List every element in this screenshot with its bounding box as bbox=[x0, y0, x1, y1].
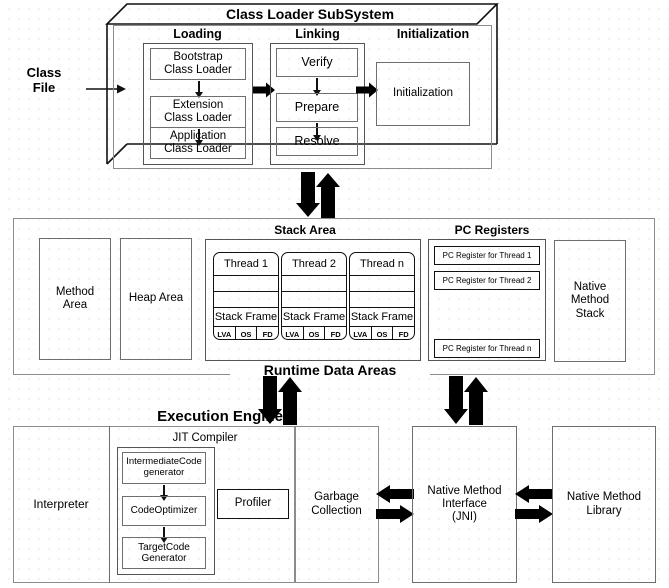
cell-lva: LVA bbox=[350, 327, 372, 339]
stack-frame-label-1: Stack Frame bbox=[214, 308, 278, 327]
interpreter-box[interactable]: Interpreter bbox=[13, 426, 110, 583]
thread-empty-row bbox=[282, 276, 346, 292]
stack-frame-cells-1: LVA OS FD bbox=[214, 327, 278, 339]
loading-to-linking-arrow bbox=[253, 82, 275, 98]
loader-to-runtime-arrows bbox=[296, 172, 340, 218]
thread-empty-row bbox=[350, 292, 414, 308]
code-optimizer-box[interactable]: CodeOptimizer bbox=[122, 496, 206, 526]
cell-os: OS bbox=[236, 327, 258, 339]
execution-engine-title: Execution Engine bbox=[157, 408, 283, 425]
execution-engine-divider bbox=[294, 426, 296, 583]
thread-box-n[interactable]: Thread n Stack Frame LVA OS FD bbox=[349, 252, 415, 340]
application-class-loader-box[interactable]: Application Class Loader bbox=[150, 127, 246, 159]
gc-jni-arrows bbox=[376, 485, 414, 523]
method-area-box[interactable]: Method Area bbox=[39, 238, 111, 360]
thread-box-1[interactable]: Thread 1 Stack Frame LVA OS FD bbox=[213, 252, 279, 340]
cell-os: OS bbox=[372, 327, 394, 339]
class-file-arrow bbox=[86, 82, 126, 94]
pc-register-thread-n[interactable]: PC Register for Thread n bbox=[434, 339, 540, 358]
jni-library-arrows bbox=[515, 485, 553, 523]
garbage-collection-box[interactable]: Garbage Collection bbox=[311, 491, 362, 517]
stack-frame-label-2: Stack Frame bbox=[282, 308, 346, 327]
loading-arrow-1 bbox=[194, 81, 204, 98]
cell-lva: LVA bbox=[282, 327, 304, 339]
stack-frame-cells-2: LVA OS FD bbox=[282, 327, 346, 339]
stack-frame-label-n: Stack Frame bbox=[350, 308, 414, 327]
cell-fd: FD bbox=[262, 330, 273, 339]
thread-name-n: Thread n bbox=[350, 253, 414, 276]
cell-os: OS bbox=[304, 327, 326, 339]
jit-compiler-group bbox=[117, 447, 215, 575]
prepare-box[interactable]: Prepare bbox=[276, 93, 358, 122]
execution-engine-container bbox=[13, 426, 379, 583]
loading-group bbox=[143, 43, 253, 165]
thread-empty-row bbox=[214, 276, 278, 292]
pc-register-thread-1[interactable]: PC Register for Thread 1 bbox=[434, 246, 540, 265]
native-method-stack-box[interactable]: Native Method Stack bbox=[554, 240, 626, 362]
intermediate-code-generator-box[interactable]: IntermediateCode generator bbox=[122, 452, 206, 484]
thread-name-2: Thread 2 bbox=[282, 253, 346, 276]
native-method-library-box[interactable]: Native Method Library bbox=[552, 426, 656, 583]
runtime-to-jni-arrows-right bbox=[444, 376, 488, 425]
pc-registers-group bbox=[428, 239, 546, 361]
pc-register-thread-2[interactable]: PC Register for Thread 2 bbox=[434, 271, 540, 290]
profiler-box[interactable]: Profiler bbox=[217, 489, 289, 519]
thread-empty-row bbox=[282, 292, 346, 308]
cell-fd: FD bbox=[398, 330, 409, 339]
runtime-data-areas-title: Runtime Data Areas bbox=[230, 362, 430, 379]
stack-frame-cells-n: LVA OS FD bbox=[350, 327, 414, 339]
class-loader-inner-panel bbox=[113, 25, 492, 169]
linking-group bbox=[270, 43, 365, 165]
cell-fd: FD bbox=[330, 330, 341, 339]
linking-arrow-2 bbox=[312, 123, 322, 141]
phase-label-initialization: Initialization bbox=[396, 27, 470, 41]
thread-empty-row bbox=[214, 292, 278, 308]
stack-area-group bbox=[205, 239, 421, 361]
jit-arrow-1 bbox=[159, 485, 169, 501]
phase-label-linking: Linking bbox=[295, 27, 340, 41]
linking-to-initialization-arrow bbox=[356, 82, 378, 98]
thread-box-2[interactable]: Thread 2 Stack Frame LVA OS FD bbox=[281, 252, 347, 340]
phase-label-loading: Loading bbox=[173, 27, 222, 41]
jit-compiler-title: JIT Compiler bbox=[172, 432, 238, 444]
verify-box[interactable]: Verify bbox=[276, 48, 358, 77]
thread-empty-row bbox=[350, 276, 414, 292]
runtime-to-engine-arrows-left bbox=[258, 376, 302, 425]
target-code-generator-box[interactable]: TargetCode Generator bbox=[122, 537, 206, 569]
heap-area-box[interactable]: Heap Area bbox=[120, 238, 192, 360]
initialization-box[interactable]: Initialization bbox=[376, 62, 470, 126]
class-loader-title: Class Loader SubSystem bbox=[225, 6, 395, 22]
cell-lva: LVA bbox=[214, 327, 236, 339]
bootstrap-class-loader-box[interactable]: Bootstrap Class Loader bbox=[150, 48, 246, 80]
jit-arrow-2 bbox=[159, 527, 169, 543]
pc-registers-title: PC Registers bbox=[454, 223, 530, 237]
native-method-interface-box[interactable]: Native Method Interface (JNI) bbox=[412, 426, 517, 583]
stack-area-title: Stack Area bbox=[274, 223, 336, 237]
class-file-label: Class File bbox=[26, 65, 62, 95]
loading-arrow-2 bbox=[194, 129, 204, 146]
resolve-box[interactable]: Resolve bbox=[276, 127, 358, 156]
extension-class-loader-box[interactable]: Extension Class Loader bbox=[150, 96, 246, 128]
class-loader-3d-shell bbox=[105, 2, 500, 174]
thread-name-1: Thread 1 bbox=[214, 253, 278, 276]
